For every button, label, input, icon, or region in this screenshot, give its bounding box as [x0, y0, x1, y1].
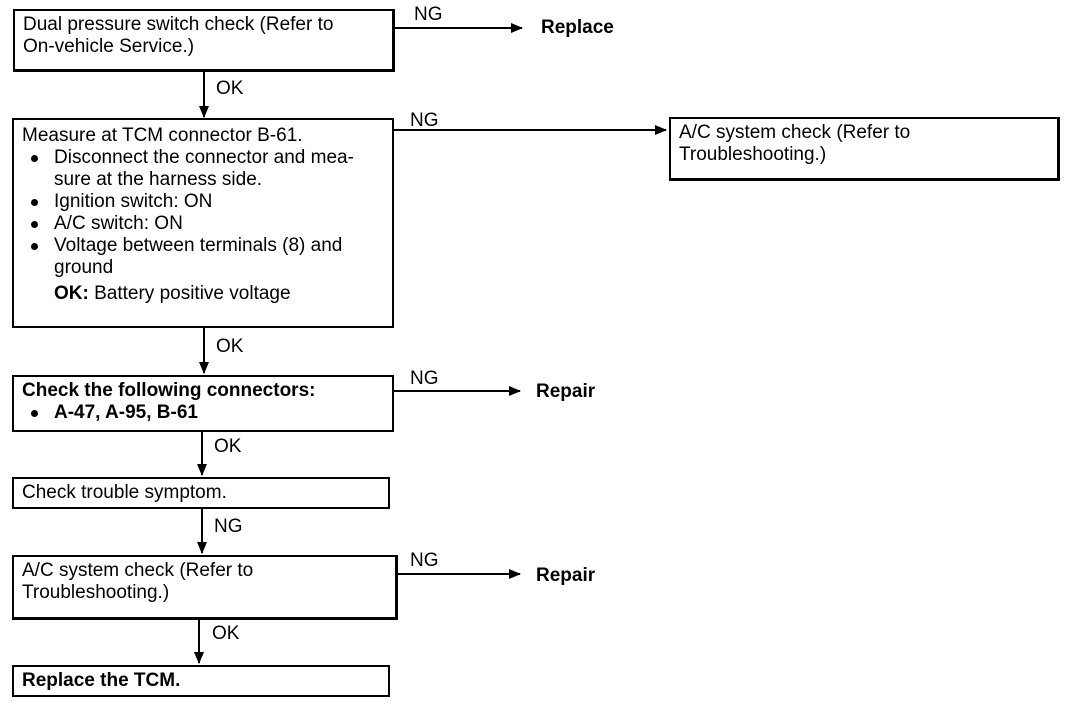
ng-label: NG: [414, 4, 443, 25]
repair-result: Repair: [536, 565, 596, 586]
box-line: A/C system check (Refer to: [679, 122, 911, 143]
measure-title: Measure at TCM connector B-61.: [22, 125, 303, 146]
ng-label: NG: [410, 368, 439, 389]
ok-criterion-label: OK:: [54, 283, 89, 304]
ok-label: OK: [214, 436, 242, 457]
ng-label: NG: [410, 110, 439, 131]
box-line: On-vehicle Service.): [23, 36, 195, 57]
bullet-item: A-47, A-95, B-61: [22, 402, 384, 424]
box-line: Dual pressure switch check (Refer to: [23, 14, 334, 35]
bullet-line: Ignition switch: ON: [54, 191, 213, 212]
bullet-line: A/C switch: ON: [54, 213, 183, 234]
bullet-item: Ignition switch: ON: [22, 191, 384, 213]
dual-pressure-switch-box: Dual pressure switch check (Refer to On-…: [13, 9, 395, 72]
ok-criterion-value: Battery positive voltage: [94, 283, 291, 304]
box-line: Check trouble symptom.: [22, 482, 227, 503]
bullet-line: Disconnect the connector and mea-: [54, 147, 354, 168]
bullet-line: A-47, A-95, B-61: [54, 402, 198, 423]
box-line: Troubleshooting.): [679, 144, 827, 165]
replace-result: Replace: [541, 17, 614, 38]
box-line: Troubleshooting.): [22, 582, 170, 603]
box-line: A/C system check (Refer to: [22, 560, 254, 581]
trouble-symptom-box: Check trouble symptom.: [12, 477, 390, 509]
ac-system-check-bottom-box: A/C system check (Refer to Troubleshooti…: [12, 555, 398, 620]
ac-system-check-right-box: A/C system check (Refer to Troubleshooti…: [669, 117, 1060, 181]
ok-criterion: OK: Battery positive voltage: [22, 283, 384, 305]
bullet-item: Voltage between terminals (8) and ground: [22, 235, 384, 279]
repair-result: Repair: [536, 381, 596, 402]
bullet-line: Voltage between terminals (8) and: [54, 235, 343, 256]
measure-tcm-box: Measure at TCM connector B-61. Disconnec…: [12, 118, 394, 328]
bullet-item: Disconnect the connector and mea- sure a…: [22, 147, 384, 191]
ok-label: OK: [216, 336, 244, 357]
ng-label: NG: [410, 550, 439, 571]
box-line: Replace the TCM.: [22, 670, 181, 691]
ok-label: OK: [212, 623, 240, 644]
replace-tcm-box: Replace the TCM.: [12, 665, 390, 697]
ok-label: OK: [216, 78, 244, 99]
connectors-title: Check the following connectors:: [22, 380, 316, 401]
bullet-line: sure at the harness side.: [54, 169, 263, 190]
bullet-item: A/C switch: ON: [22, 213, 384, 235]
bullet-line: ground: [54, 257, 114, 278]
ng-label: NG: [214, 516, 243, 537]
check-connectors-box: Check the following connectors: A-47, A-…: [12, 375, 394, 432]
